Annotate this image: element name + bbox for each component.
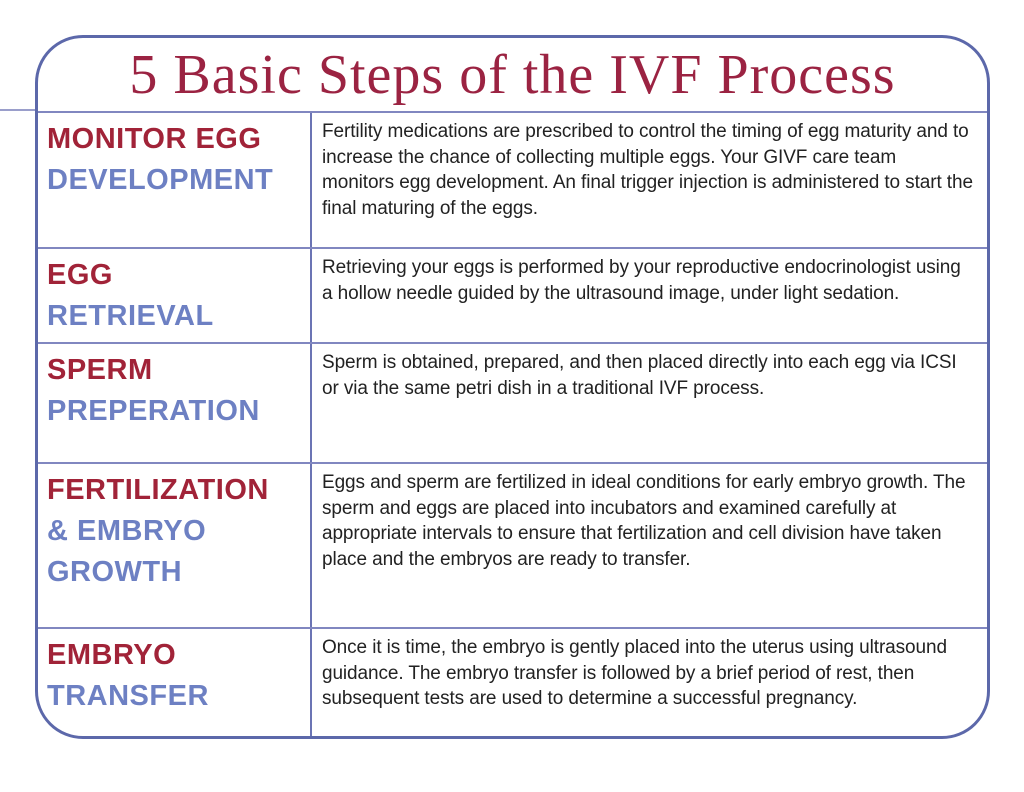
step-label-red: EGG — [47, 259, 113, 291]
step-description: Once it is time, the embryo is gently pl… — [322, 637, 947, 709]
ivf-process-card: 5 Basic Steps of the IVF Process MONITOR… — [35, 35, 990, 739]
step-row-sperm-preperation: SPERM PREPERATION Sperm is obtained, pre… — [38, 344, 987, 464]
step-label-red: SPERM — [47, 354, 153, 386]
title-bar: 5 Basic Steps of the IVF Process — [38, 38, 987, 113]
step-label-blue: DEVELOPMENT — [47, 164, 274, 196]
step-label-cell: EMBRYO TRANSFER — [38, 629, 312, 736]
page-title: 5 Basic Steps of the IVF Process — [129, 43, 896, 106]
step-description: Retrieving your eggs is performed by you… — [322, 257, 961, 304]
step-description: Sperm is obtained, prepared, and then pl… — [322, 352, 957, 399]
step-label-cell: EGG RETRIEVAL — [38, 249, 312, 342]
step-row-egg-retrieval: EGG RETRIEVAL Retrieving your eggs is pe… — [38, 249, 987, 344]
step-label-blue: PREPERATION — [47, 395, 260, 427]
step-label-blue: & EMBRYO GROWTH — [47, 515, 207, 588]
step-label-red: EMBRYO — [47, 639, 177, 671]
step-label-cell: FERTILIZATION & EMBRYO GROWTH — [38, 464, 312, 627]
step-label-blue: RETRIEVAL — [47, 300, 214, 332]
step-label-cell: MONITOR EGG DEVELOPMENT — [38, 113, 312, 247]
step-label-red: MONITOR EGG — [47, 123, 262, 155]
step-label-blue: TRANSFER — [47, 680, 209, 712]
step-label-red: FERTILIZATION — [47, 474, 269, 506]
step-row-fertilization-embryo-growth: FERTILIZATION & EMBRYO GROWTH Eggs and s… — [38, 464, 987, 629]
step-description: Fertility medications are prescribed to … — [322, 121, 973, 219]
table-edge-line — [0, 109, 38, 111]
step-row-embryo-transfer: EMBRYO TRANSFER Once it is time, the emb… — [38, 629, 987, 736]
step-label-cell: SPERM PREPERATION — [38, 344, 312, 462]
step-row-monitor-egg-development: MONITOR EGG DEVELOPMENT Fertility medica… — [38, 113, 987, 249]
step-description: Eggs and sperm are fertilized in ideal c… — [322, 472, 966, 570]
